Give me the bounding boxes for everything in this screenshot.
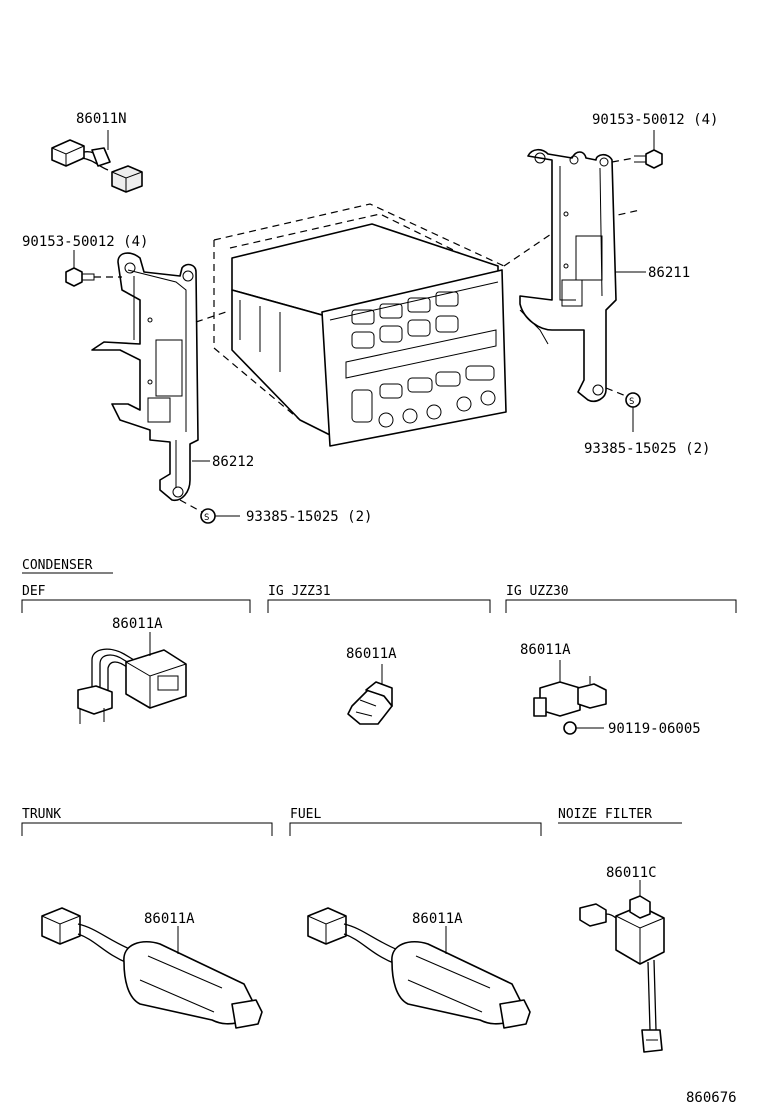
label-screw-right: 93385-15025 (2): [584, 441, 710, 457]
section-ig-jzz31: IG JZZ31: [268, 584, 331, 599]
screw-right: S: [605, 387, 641, 432]
label-noize-part: 86011C: [606, 865, 657, 881]
label-bolt-left: 90153-50012 (4): [22, 234, 148, 250]
condenser-ig-uzz30: [533, 660, 607, 735]
noize-filter-86011c: [579, 880, 665, 1053]
label-86211: 86211: [648, 265, 690, 281]
label-screw-left: 93385-15025 (2): [246, 509, 372, 525]
screw-left-mark: S: [204, 513, 209, 523]
label-86011n: 86011N: [76, 111, 127, 127]
section-ig-uzz30: IG UZZ30: [506, 584, 569, 599]
section-condenser: CONDENSER: [22, 558, 93, 573]
bracket-86212: [91, 252, 199, 502]
condenser-fuel: [307, 907, 531, 1029]
bracket-86211: [519, 148, 617, 403]
section-trunk: TRUNK: [22, 807, 61, 822]
condenser-ig-jzz31: [347, 664, 393, 725]
label-ig30-screw: 90119-06005: [608, 721, 701, 737]
label-fuel-part: 86011A: [412, 911, 463, 927]
connector-86011n: [51, 130, 143, 193]
bolt-left: [65, 250, 95, 287]
label-ig31-part: 86011A: [346, 646, 397, 662]
diagram-number: 860676: [686, 1090, 737, 1106]
label-ig30-part: 86011A: [520, 642, 571, 658]
screw-left: S: [179, 499, 240, 524]
section-noize-filter: NOIZE FILTER: [558, 807, 652, 822]
label-def-part: 86011A: [112, 616, 163, 632]
bolt-right: [611, 130, 663, 169]
label-bolt-right: 90153-50012 (4): [592, 112, 718, 128]
screw-right-mark: S: [629, 397, 634, 407]
condenser-trunk: [41, 907, 263, 1029]
section-def: DEF: [22, 584, 46, 599]
section-fuel: FUEL: [290, 807, 321, 822]
radio-unit: [195, 203, 641, 447]
label-86212: 86212: [212, 454, 254, 470]
condenser-def: [77, 632, 187, 724]
label-trunk-part: 86011A: [144, 911, 195, 927]
